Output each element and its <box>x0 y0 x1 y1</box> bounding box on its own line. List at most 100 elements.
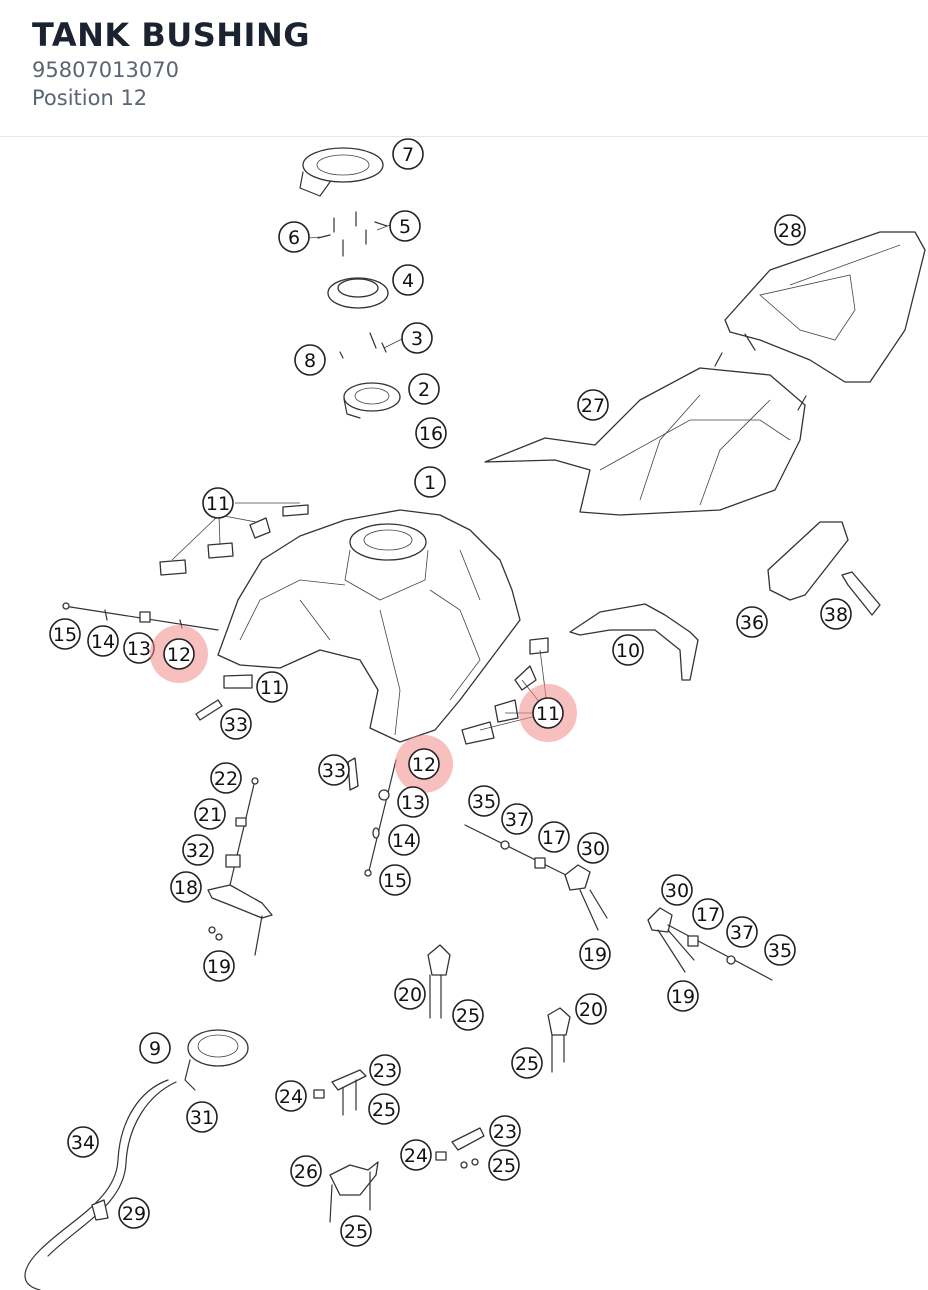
callout-38[interactable]: 38 <box>820 598 852 630</box>
callout-5[interactable]: 5 <box>389 210 421 242</box>
callout-label: 24 <box>404 1145 428 1167</box>
callout-4[interactable]: 4 <box>392 264 424 296</box>
callout-27[interactable]: 27 <box>577 389 609 421</box>
callout-15[interactable]: 15 <box>379 864 411 896</box>
callout-34[interactable]: 34 <box>67 1126 99 1158</box>
callout-35[interactable]: 35 <box>764 934 796 966</box>
callout-33[interactable]: 33 <box>220 708 252 740</box>
callout-label: 17 <box>542 827 566 849</box>
callout-19[interactable]: 19 <box>203 950 235 982</box>
callout-25[interactable]: 25 <box>488 1149 520 1181</box>
callout-ring <box>692 898 724 930</box>
callout-24[interactable]: 24 <box>400 1139 432 1171</box>
callout-11[interactable]: 11 <box>202 487 234 519</box>
callout-13[interactable]: 13 <box>397 786 429 818</box>
callout-11[interactable]: 11 <box>256 671 288 703</box>
part-flange <box>343 382 401 412</box>
callout-16[interactable]: 16 <box>415 417 447 449</box>
callout-19[interactable]: 19 <box>579 938 611 970</box>
part-bracket-10 <box>569 603 699 681</box>
callout-32[interactable]: 32 <box>182 834 214 866</box>
callout-31[interactable]: 31 <box>186 1101 218 1133</box>
callout-28[interactable]: 28 <box>774 214 806 246</box>
callout-17[interactable]: 17 <box>692 898 724 930</box>
callout-ring <box>612 634 644 666</box>
callout-label: 10 <box>616 640 640 662</box>
callout-ring <box>661 874 693 906</box>
callout-label: 35 <box>472 791 496 813</box>
part-footpeg-center <box>464 824 608 931</box>
callout-label: 30 <box>665 880 689 902</box>
callout-25[interactable]: 25 <box>340 1215 372 1247</box>
callout-25[interactable]: 25 <box>511 1047 543 1079</box>
callout-ring <box>489 1115 521 1147</box>
callout-18[interactable]: 18 <box>170 871 202 903</box>
callout-ring <box>820 598 852 630</box>
callout-13[interactable]: 13 <box>123 632 155 664</box>
part-footpeg-left <box>207 777 273 956</box>
callout-ring <box>210 762 242 794</box>
callout-24[interactable]: 24 <box>275 1080 307 1112</box>
part-cover-33 <box>195 699 223 721</box>
callout-3[interactable]: 3 <box>401 322 433 354</box>
callout-ring <box>392 264 424 296</box>
callout-ring <box>256 671 288 703</box>
callout-label: 2 <box>418 379 430 401</box>
callout-label: 11 <box>206 493 230 515</box>
callout-22[interactable]: 22 <box>210 762 242 794</box>
callout-1[interactable]: 1 <box>414 466 446 498</box>
callout-36[interactable]: 36 <box>736 606 768 638</box>
part-decal-lower <box>223 674 253 689</box>
callout-25[interactable]: 25 <box>368 1093 400 1125</box>
callout-20[interactable]: 20 <box>394 978 426 1010</box>
part-front-seat <box>484 367 806 516</box>
callout-20[interactable]: 20 <box>575 993 607 1025</box>
callout-label: 17 <box>696 904 720 926</box>
callout-23[interactable]: 23 <box>369 1054 401 1086</box>
callout-12[interactable]: 12 <box>395 735 453 793</box>
callout-35[interactable]: 35 <box>468 785 500 817</box>
callout-label: 28 <box>778 220 802 242</box>
part-screws <box>317 211 388 257</box>
callout-6[interactable]: 6 <box>278 221 310 253</box>
callout-37[interactable]: 37 <box>501 803 533 835</box>
callout-21[interactable]: 21 <box>194 798 226 830</box>
callout-33[interactable]: 33 <box>318 754 350 786</box>
callout-19[interactable]: 19 <box>667 980 699 1012</box>
callout-label: 23 <box>493 1121 517 1143</box>
callout-ring <box>220 708 252 740</box>
callout-2[interactable]: 2 <box>408 373 440 405</box>
callout-23[interactable]: 23 <box>489 1115 521 1147</box>
callout-label: 25 <box>456 1005 480 1027</box>
callout-7[interactable]: 7 <box>392 138 424 170</box>
callout-label: 14 <box>392 830 416 852</box>
callout-11[interactable]: 11 <box>519 684 577 742</box>
callout-29[interactable]: 29 <box>118 1197 150 1229</box>
callout-ring <box>726 916 758 948</box>
callout-30[interactable]: 30 <box>661 874 693 906</box>
callout-9[interactable]: 9 <box>139 1032 171 1064</box>
callout-8[interactable]: 8 <box>294 344 326 376</box>
callout-26[interactable]: 26 <box>290 1155 322 1187</box>
callout-14[interactable]: 14 <box>87 625 119 657</box>
callout-label: 9 <box>149 1038 161 1060</box>
leader-line <box>383 337 405 349</box>
callout-12[interactable]: 12 <box>150 625 208 683</box>
part-bracket-23a <box>313 1069 367 1116</box>
part-bracket-26 <box>329 1161 379 1223</box>
callout-17[interactable]: 17 <box>538 821 570 853</box>
callout-ring <box>511 1047 543 1079</box>
callout-label: 19 <box>671 986 695 1008</box>
callout-label: 20 <box>398 984 422 1006</box>
callout-label: 18 <box>174 877 198 899</box>
callout-ring <box>764 934 796 966</box>
part-piece-38 <box>841 571 881 616</box>
callout-ring <box>294 344 326 376</box>
callout-25[interactable]: 25 <box>452 999 484 1031</box>
callout-leader-lines <box>308 224 405 349</box>
callout-30[interactable]: 30 <box>577 832 609 864</box>
callout-15[interactable]: 15 <box>49 618 81 650</box>
callout-14[interactable]: 14 <box>388 824 420 856</box>
callout-37[interactable]: 37 <box>726 916 758 948</box>
callout-10[interactable]: 10 <box>612 634 644 666</box>
